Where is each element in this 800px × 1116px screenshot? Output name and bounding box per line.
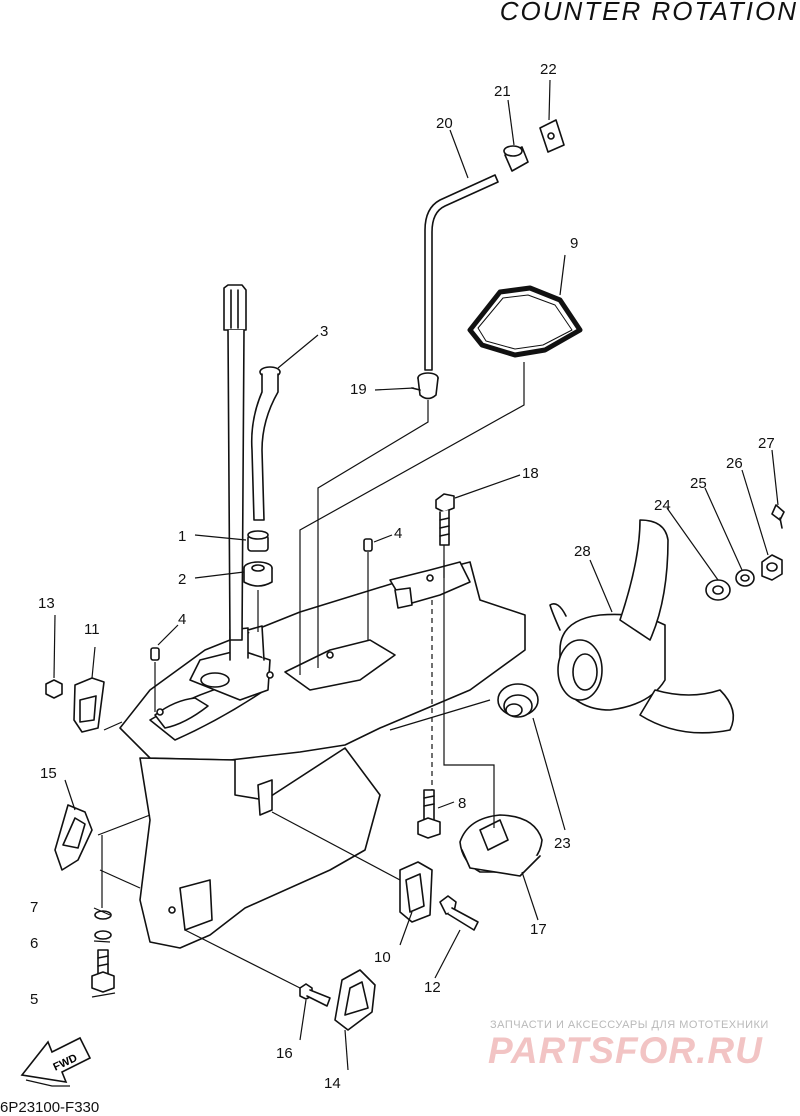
callout-10: 10 bbox=[374, 949, 391, 966]
anode bbox=[73, 677, 105, 733]
callout-12: 12 bbox=[424, 979, 441, 996]
callout-15: 15 bbox=[40, 765, 57, 782]
callout-3: 3 bbox=[320, 323, 328, 340]
thrust-washer bbox=[497, 683, 539, 718]
callout-7: 7 bbox=[30, 899, 38, 916]
callout-4: 4 bbox=[178, 611, 186, 628]
callout-9: 9 bbox=[570, 235, 578, 252]
callout-11: 11 bbox=[84, 621, 100, 638]
tube-collar bbox=[503, 145, 529, 172]
cotter-pin bbox=[771, 504, 785, 529]
callout-23: 23 bbox=[554, 835, 571, 852]
callout-14: 14 bbox=[324, 1075, 341, 1092]
leader-lines bbox=[53, 79, 779, 1071]
gasket bbox=[467, 285, 583, 358]
callout-numbers: 1 2 3 4 4 5 6 7 8 9 10 11 12 13 14 15 16… bbox=[30, 61, 775, 1092]
screw bbox=[299, 983, 331, 1007]
assembly-lines bbox=[97, 362, 525, 989]
callout-20: 20 bbox=[436, 115, 453, 132]
collar bbox=[247, 530, 269, 552]
nut bbox=[45, 679, 63, 699]
washer bbox=[94, 910, 112, 940]
fwd-arrow: FWD bbox=[20, 1036, 92, 1087]
callout-8: 8 bbox=[458, 795, 466, 812]
callout-25: 25 bbox=[690, 475, 707, 492]
callout-19: 19 bbox=[350, 381, 367, 398]
tube-clip bbox=[539, 119, 565, 153]
diagram-code: 6P23100-F330 bbox=[0, 1099, 100, 1116]
trim-tab-cover bbox=[459, 814, 543, 877]
callout-24: 24 bbox=[654, 497, 671, 514]
callout-4: 4 bbox=[394, 525, 402, 542]
bolt bbox=[91, 493, 455, 993]
trim-anode bbox=[54, 804, 93, 871]
callout-21: 21 bbox=[494, 83, 511, 100]
grommet bbox=[243, 561, 273, 587]
bottom-anode bbox=[334, 969, 376, 1031]
callout-28: 28 bbox=[574, 543, 591, 560]
callout-2: 2 bbox=[178, 571, 186, 588]
water-tube-seal bbox=[411, 372, 439, 400]
water-pipe bbox=[250, 366, 281, 521]
spacer bbox=[705, 579, 731, 601]
watermark-tagline: ЗАПЧАСТИ И АКСЕССУАРЫ ДЛЯ МОТОТЕХНИКИ bbox=[490, 1019, 769, 1031]
callout-17: 17 bbox=[530, 921, 547, 938]
callout-27: 27 bbox=[758, 435, 775, 452]
prop-nut bbox=[761, 554, 783, 581]
side-anode bbox=[399, 861, 433, 923]
prop-washer bbox=[735, 569, 755, 587]
shift-rod bbox=[223, 284, 247, 641]
diagram-title: COUNTER ROTATION bbox=[499, 0, 798, 26]
propeller bbox=[549, 519, 735, 734]
watermark-logo: PARTSFOR.RU bbox=[488, 1030, 763, 1071]
callout-13: 13 bbox=[38, 595, 55, 612]
callout-1: 1 bbox=[178, 528, 186, 545]
callout-26: 26 bbox=[726, 455, 743, 472]
callout-16: 16 bbox=[276, 1045, 293, 1062]
callout-6: 6 bbox=[30, 935, 38, 952]
water-tube bbox=[424, 174, 499, 371]
dowel-pin bbox=[150, 538, 373, 661]
lower-unit-housing bbox=[119, 561, 526, 949]
callout-5: 5 bbox=[30, 991, 38, 1008]
callout-18: 18 bbox=[522, 465, 539, 482]
anode-bolt bbox=[439, 895, 479, 931]
callout-22: 22 bbox=[540, 61, 557, 78]
